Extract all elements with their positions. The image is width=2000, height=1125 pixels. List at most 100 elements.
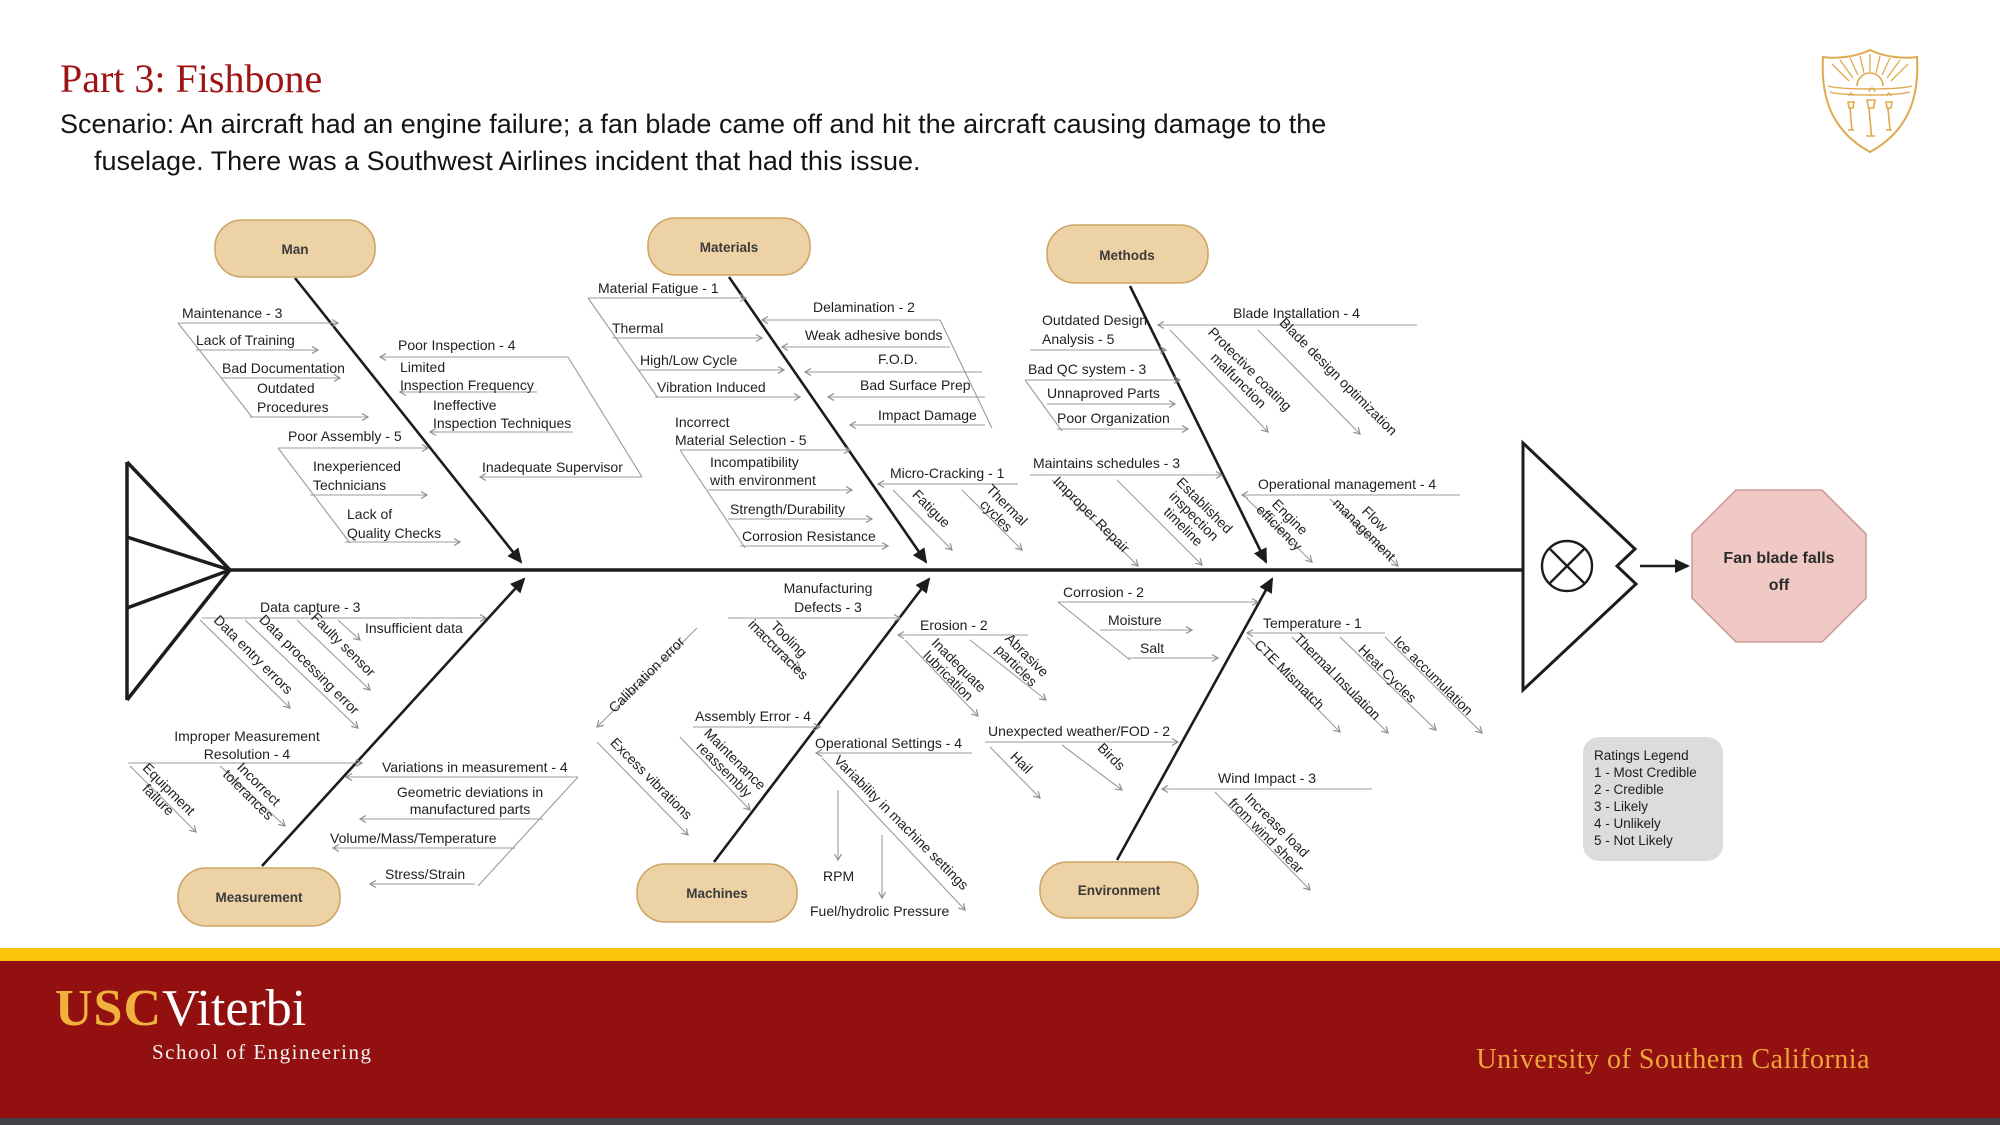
ratings-legend: Ratings Legend 1 - Most Credible 2 - Cre… <box>1583 737 1723 861</box>
cause-label: Material Selection - 5 <box>675 432 807 448</box>
cause-label: Temperature - 1 <box>1263 615 1362 631</box>
cause-label: Bad Surface Prep <box>860 377 971 393</box>
cause-label: Strength/Durability <box>730 501 845 517</box>
footer-gold-stripe <box>0 948 2000 961</box>
cause-label: Poor Organization <box>1057 410 1170 426</box>
cause-label: Operational management - 4 <box>1258 476 1436 492</box>
environment-causes: Corrosion - 2 Moisture Salt Temperature … <box>985 584 1483 891</box>
footer: USCViterbi School of Engineering Univers… <box>0 948 2000 1125</box>
cause-label: Blade Installation - 4 <box>1233 305 1360 321</box>
cause-label: Variations in measurement - 4 <box>382 759 568 775</box>
school-of-engineering-label: School of Engineering <box>152 1040 373 1064</box>
cause-label: Calibration error <box>605 633 688 716</box>
cause-label: Moisture <box>1108 612 1162 628</box>
cause-label: Outdated <box>257 380 315 396</box>
cause-label: Fatigue <box>909 486 953 530</box>
effect-node: Fan blade falls off <box>1691 489 1867 643</box>
cause-label: Maintains schedules - 3 <box>1033 455 1180 471</box>
category-label: Machines <box>686 886 748 901</box>
category-environment: Environment <box>1039 861 1199 919</box>
cause-label: Unexpected weather/FOD - 2 <box>988 723 1170 739</box>
cause-label: Bad Documentation <box>222 360 345 376</box>
cause-label: Maintenance - 3 <box>182 305 283 321</box>
cause-label: Improper Repair <box>1050 473 1133 556</box>
cause-label: Assembly Error - 4 <box>695 708 811 724</box>
page-title: Part 3: Fishbone <box>60 56 323 101</box>
usc-shield-logo <box>1818 46 1922 161</box>
cause-label: Ineffective <box>433 397 497 413</box>
cause-label-group: Engine efficiency <box>1253 496 1311 554</box>
cause-label: Fuel/hydrolic Pressure <box>810 903 949 919</box>
cause-label-group: Flow management <box>1330 495 1399 564</box>
cause-label: Bad QC system - 3 <box>1028 361 1146 377</box>
cause-label: Procedures <box>257 399 329 415</box>
cause-label: Erosion - 2 <box>920 617 988 633</box>
circle-x-icon <box>1540 539 1594 593</box>
cause-label: Insufficient data <box>365 620 463 636</box>
cause-label: Inadequate Supervisor <box>482 459 623 475</box>
cause-label: RPM <box>823 868 854 884</box>
cause-label-group: Protective coating malfunction <box>1205 324 1295 414</box>
cause-label: Corrosion Resistance <box>742 528 876 544</box>
legend-item: 1 - Most Credible <box>1594 765 1697 780</box>
legend-item: 5 - Not Likely <box>1594 833 1673 848</box>
branches <box>261 276 1274 867</box>
cause-label: Birds <box>1095 740 1129 774</box>
cause-label: Salt <box>1140 640 1164 656</box>
methods-causes: Outdated Design Analysis - 5 Bad QC syst… <box>1024 305 1460 567</box>
cause-label: Micro-Cracking - 1 <box>890 465 1005 481</box>
cause-label: Inexperienced <box>313 458 401 474</box>
category-label: Man <box>282 242 309 257</box>
cause-label-group: Abrasive particles <box>992 630 1052 690</box>
shield-icon <box>1821 48 1919 154</box>
viterbi-wordmark: Viterbi <box>162 980 307 1037</box>
cause-label: Quality Checks <box>347 525 441 541</box>
cause-label: Defects - 3 <box>794 599 862 615</box>
cause-label: Excess vibrations <box>607 734 695 822</box>
cause-label: Volume/Mass/Temperature <box>330 830 497 846</box>
cause-label: Unnaproved Parts <box>1047 385 1160 401</box>
effect-line1: Fan blade falls <box>1723 550 1834 567</box>
cause-label: F.O.D. <box>878 351 918 367</box>
cause-label: High/Low Cycle <box>640 352 737 368</box>
cause-label: Resolution - 4 <box>204 746 291 762</box>
cause-label: Limited <box>400 359 445 375</box>
cause-label: Corrosion - 2 <box>1063 584 1144 600</box>
category-methods: Methods <box>1046 224 1209 284</box>
cause-label: Inspection Techniques <box>433 415 571 431</box>
cause-label-group: Inadequate lubrication <box>920 634 989 703</box>
cause-label: Manufacturing <box>784 580 873 596</box>
cause-label: Stress/Strain <box>385 866 465 882</box>
fish-head <box>1521 439 1690 694</box>
cause-label: Material Fatigue - 1 <box>598 280 719 296</box>
cause-label-group: Tooling inaccuracies <box>745 616 811 682</box>
cause-label: Wind Impact - 3 <box>1218 770 1316 786</box>
cause-label: Improper Measurement <box>174 728 320 744</box>
cause-label: Poor Inspection - 4 <box>398 337 516 353</box>
category-label: Measurement <box>215 890 303 905</box>
category-man: Man <box>214 219 376 278</box>
cause-label: Impact Damage <box>878 407 977 423</box>
legend-item: 2 - Credible <box>1594 782 1664 797</box>
cause-label: manufactured parts <box>410 801 531 817</box>
cause-label: Data capture - 3 <box>260 599 361 615</box>
legend-item: 3 - Likely <box>1594 799 1649 814</box>
cause-label: Incorrect <box>675 414 730 430</box>
man-causes: Maintenance - 3 Lack of Training Bad Doc… <box>177 305 643 547</box>
measurement-causes: Data capture - 3 Insufficient data Data … <box>128 599 579 889</box>
category-materials: Materials <box>647 217 811 276</box>
fish-spine <box>125 460 1524 702</box>
footer-bottom-strip <box>0 1118 2000 1125</box>
cause-label: Lack of <box>347 506 392 522</box>
cause-label: Hail <box>1007 748 1035 776</box>
materials-causes: Material Fatigue - 1 Thermal High/Low Cy… <box>587 280 1031 551</box>
category-measurement: Measurement <box>177 867 341 927</box>
usc-viterbi-logo: USCViterbi School of Engineering <box>55 979 372 1065</box>
cause-label-group: Thermal cycles <box>977 481 1031 535</box>
footer-band: USCViterbi School of Engineering Univers… <box>0 961 2000 1118</box>
cause-label: Incompatibility <box>710 454 799 470</box>
category-label: Environment <box>1078 883 1161 898</box>
category-label: Materials <box>700 240 759 255</box>
